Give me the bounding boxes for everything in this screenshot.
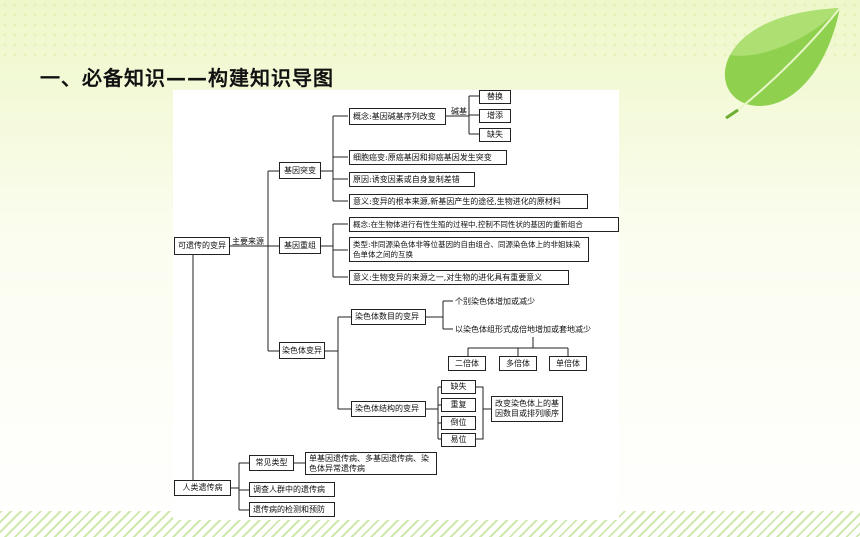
root-node: 可遗传的变异 bbox=[174, 237, 230, 255]
base-item-insertion: 增添 bbox=[479, 109, 511, 123]
ploidy-polyploid-node: 多倍体 bbox=[499, 356, 537, 371]
mutation-cause-node: 原因:诱变因素或自身复制差错 bbox=[349, 172, 475, 187]
mindmap-connectors bbox=[192, 95, 569, 511]
chromosome-variation-node: 染色体变异 bbox=[279, 342, 325, 359]
ploidy-haploid-node: 单倍体 bbox=[549, 356, 587, 371]
recombination-meaning-node: 意义:生物变异的来源之一,对生物的进化具有重要意义 bbox=[349, 270, 569, 285]
ploidy-diploid-node: 二倍体 bbox=[448, 356, 486, 371]
base-label: 碱基 bbox=[451, 107, 467, 116]
gene-mutation-concept: 概念:基因碱基序列改变 bbox=[349, 108, 446, 125]
number-item-set: 以染色体组形式成倍地增加或套地减少 bbox=[455, 325, 591, 334]
main-source-label: 主要来源 bbox=[232, 237, 264, 246]
recombination-types-node: 类型:非同源染色体非等位基因的自由组合、同源染色体上的非姐妹染色单体之间的互换 bbox=[349, 237, 589, 262]
structure-item-duplication: 重复 bbox=[441, 398, 476, 412]
common-types-detail-node: 单基因遗传病、多基因遗传病、染色体异常遗传病 bbox=[305, 452, 437, 475]
knowledge-mindmap: 可遗传的变异 主要来源 基因突变 概念:基因碱基序列改变 碱基 替换 增添 缺失… bbox=[173, 90, 619, 520]
structure-item-deletion: 缺失 bbox=[441, 380, 476, 394]
cell-cancer-node: 细胞癌变:原癌基因和抑癌基因发生突变 bbox=[349, 150, 507, 165]
common-types-node: 常见类型 bbox=[249, 455, 294, 471]
recombination-concept-node: 概念:在生物体进行有性生殖的过程中,控制不同性状的基因的重新组合 bbox=[349, 217, 619, 232]
chromosome-structure-node: 染色体结构的变异 bbox=[351, 401, 426, 417]
base-item-deletion: 缺失 bbox=[479, 128, 511, 142]
gene-recombination-node: 基因重组 bbox=[279, 237, 321, 254]
gene-mutation-node: 基因突变 bbox=[279, 162, 321, 179]
human-disease-node: 人类遗传病 bbox=[174, 480, 231, 496]
number-item-individual: 个别染色体增加或减少 bbox=[455, 297, 535, 306]
structure-item-translocation: 易位 bbox=[441, 433, 476, 447]
slide-heading: 一、必备知识——构建知识导图 bbox=[40, 66, 334, 90]
top-dot-band bbox=[0, 0, 860, 60]
structure-item-inversion: 倒位 bbox=[441, 416, 476, 430]
prevention-node: 遗传病的检测和预防 bbox=[249, 502, 335, 517]
structure-effect-node: 改变染色体上的基因数目或排列顺序 bbox=[491, 396, 563, 422]
chromosome-number-node: 染色体数目的变异 bbox=[351, 309, 426, 325]
survey-node: 调查人群中的遗传病 bbox=[249, 482, 335, 497]
mutation-meaning-node: 意义:变异的根本来源,新基因产生的途径,生物进化的原材料 bbox=[349, 194, 588, 209]
green-leaf-icon bbox=[724, 7, 841, 120]
base-item-substitution: 替换 bbox=[479, 90, 511, 104]
